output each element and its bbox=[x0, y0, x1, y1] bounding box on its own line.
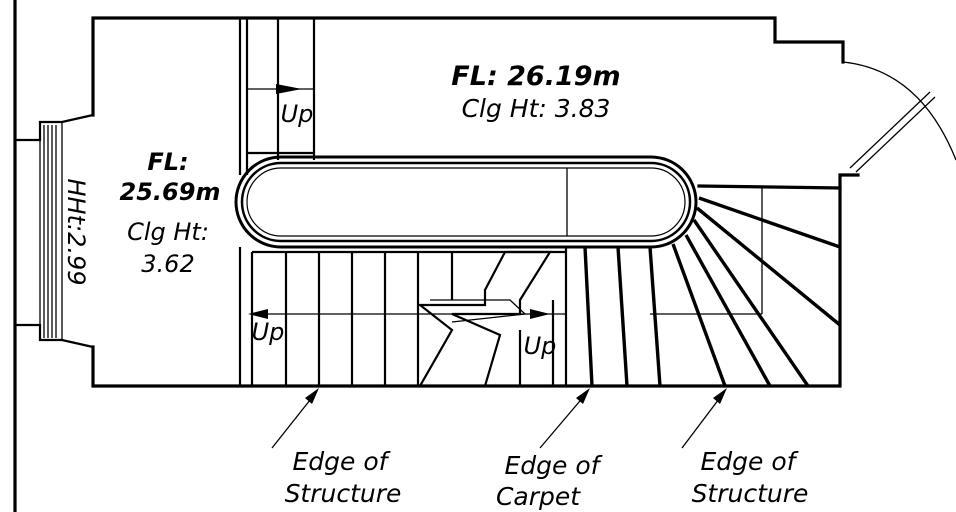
window-head-height: HHt:2.99 bbox=[62, 178, 90, 285]
annotation-3-line1: Edge of bbox=[701, 447, 799, 476]
up-label-bottom-left: Up bbox=[252, 318, 285, 346]
lower-ceiling-value: 3.62 bbox=[141, 250, 194, 278]
window-bay bbox=[15, 113, 94, 349]
upper-ceiling-height: Clg Ht: 3.83 bbox=[462, 94, 611, 123]
leader-arrows bbox=[271, 388, 727, 449]
lower-floor-level-value: 25.69m bbox=[120, 178, 221, 206]
upper-stair-flight bbox=[238, 18, 316, 175]
outer-wall-top bbox=[91, 16, 845, 117]
annotation-3-line2: Structure bbox=[692, 479, 809, 508]
annotation-2-line2: Carpet bbox=[496, 482, 581, 511]
break-line-inner bbox=[430, 299, 527, 323]
up-label-bottom-middle: Up bbox=[524, 332, 557, 360]
upper-floor-level: FL: 26.19m bbox=[451, 61, 620, 92]
lower-stair-flight bbox=[238, 246, 662, 387]
annotation-2-line1: Edge of bbox=[505, 451, 603, 480]
break-line bbox=[416, 250, 552, 387]
up-label-top: Up bbox=[281, 100, 314, 128]
outer-wall-bottom-right bbox=[91, 173, 860, 388]
annotation-1-line2: Structure bbox=[285, 479, 402, 508]
stairwell-void bbox=[234, 155, 698, 249]
lower-floor-level-label: FL: bbox=[147, 148, 188, 176]
annotation-1-line1: Edge of bbox=[293, 447, 391, 476]
winder-treads bbox=[650, 184, 842, 387]
door-swing bbox=[842, 61, 956, 173]
lower-ceiling-label: Clg Ht: bbox=[127, 218, 209, 246]
